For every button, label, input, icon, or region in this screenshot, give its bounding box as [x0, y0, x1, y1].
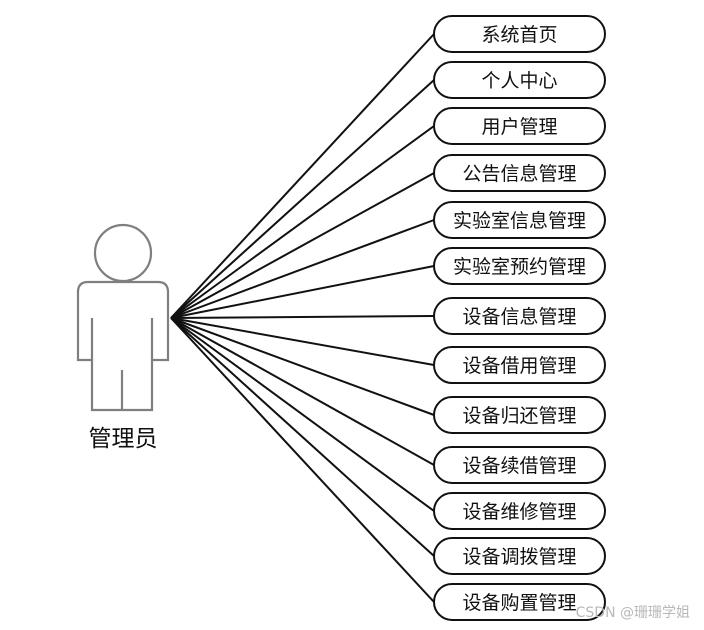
- use-case-label: 公告信息管理: [462, 163, 576, 185]
- association-line: [170, 317, 435, 466]
- actor-head: [93, 223, 153, 283]
- association-line: [170, 317, 435, 557]
- use-case-box: 设备借用管理: [433, 346, 606, 384]
- use-case-box: 用户管理: [433, 107, 606, 145]
- use-case-box: 设备归还管理: [433, 396, 606, 434]
- association-line: [170, 317, 435, 416]
- use-case-shape: [433, 446, 606, 484]
- use-case-label: 设备信息管理: [462, 306, 576, 328]
- use-case-label: 实验室预约管理: [453, 256, 586, 278]
- association-line: [170, 317, 435, 366]
- use-case-shape: [433, 396, 606, 434]
- association-line: [170, 172, 435, 319]
- watermark: CSDN @珊珊学姐: [575, 605, 690, 621]
- use-case-label: 用户管理: [481, 116, 557, 138]
- use-case-label: 系统首页: [481, 24, 557, 46]
- association-line: [170, 315, 435, 319]
- use-case-label: 个人中心: [481, 70, 557, 92]
- use-case-shape: [433, 15, 606, 53]
- use-case-label: 设备借用管理: [462, 355, 576, 377]
- use-case-box: 系统首页: [433, 15, 606, 53]
- association-line: [170, 219, 435, 319]
- use-case-shape: [433, 297, 606, 335]
- use-case-label: 设备维修管理: [462, 501, 576, 523]
- use-case-shape: [433, 247, 606, 285]
- use-case-shape: [433, 537, 606, 575]
- association-line: [170, 317, 435, 603]
- use-case-shape: [433, 154, 606, 192]
- use-case-shape: [433, 583, 606, 621]
- use-case-shape: [433, 107, 606, 145]
- association-line: [170, 125, 435, 319]
- use-case-shape: [433, 201, 606, 239]
- use-case-label: 设备归还管理: [462, 405, 576, 427]
- use-case-box: 实验室预约管理: [433, 247, 606, 285]
- association-line: [170, 33, 435, 319]
- use-case-label: 设备续借管理: [462, 455, 576, 477]
- use-case-shape: [433, 492, 606, 530]
- use-cases: 系统首页个人中心用户管理公告信息管理实验室信息管理实验室预约管理设备信息管理设备…: [433, 15, 606, 621]
- actor-figure: [76, 223, 170, 412]
- use-case-box: 个人中心: [433, 61, 606, 99]
- actor-label: 管理员: [89, 426, 158, 452]
- use-case-shape: [433, 61, 606, 99]
- association-line: [170, 317, 435, 512]
- use-case-shape: [433, 346, 606, 384]
- use-case-box: 设备购置管理: [433, 583, 606, 621]
- use-case-label: 实验室信息管理: [453, 210, 586, 232]
- use-case-box: 设备调拨管理: [433, 537, 606, 575]
- use-case-box: 公告信息管理: [433, 154, 606, 192]
- use-case-box: 设备信息管理: [433, 297, 606, 335]
- actor-body: [76, 280, 170, 412]
- association-lines: [170, 33, 435, 603]
- association-line: [170, 79, 435, 319]
- use-case-box: 实验室信息管理: [433, 201, 606, 239]
- use-case-box: 设备续借管理: [433, 446, 606, 484]
- use-case-label: 设备购置管理: [462, 592, 576, 614]
- association-line: [170, 265, 435, 319]
- use-case-label: 设备调拨管理: [462, 546, 576, 568]
- use-case-box: 设备维修管理: [433, 492, 606, 530]
